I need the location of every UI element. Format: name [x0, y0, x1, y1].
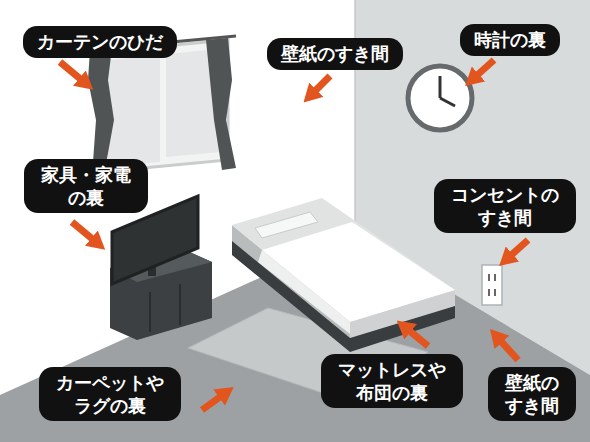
outlet — [482, 265, 502, 305]
pointer-arrow — [406, 328, 428, 346]
window-pane — [108, 55, 160, 166]
tv-stand-door — [179, 284, 181, 325]
callout-label: 壁紙のすき間 — [267, 38, 403, 69]
callout-text: 壁紙の すき間 — [502, 371, 562, 418]
wall-corner — [354, 0, 356, 235]
callout-text: 壁紙のすき間 — [281, 42, 389, 65]
blanket-fold — [258, 250, 350, 334]
pointer-arrow — [60, 62, 84, 82]
callout-text: 家具・家電 の裏 — [38, 163, 134, 210]
callout-text: 時計の裏 — [474, 28, 546, 51]
callout-label: 家具・家電 の裏 — [24, 159, 148, 214]
pointer-arrow — [72, 222, 96, 242]
pointer-arrow — [312, 76, 330, 94]
callout-label: カーテンのひだ — [23, 26, 177, 57]
curtain — [88, 48, 114, 176]
blanket — [262, 222, 455, 322]
tv-stand-door — [149, 292, 151, 332]
curtain — [206, 38, 236, 170]
callout-text: カーテンのひだ — [37, 30, 163, 53]
pointer-arrow — [474, 60, 494, 78]
pointer-arrow — [498, 338, 518, 360]
callout-label: 時計の裏 — [460, 24, 560, 55]
callout-label: カーペットや ラグの裏 — [39, 367, 181, 422]
clock-hand — [440, 98, 455, 106]
outlet-slot — [488, 289, 490, 296]
outlet-slot — [494, 274, 496, 281]
callout-text: カーペットや ラグの裏 — [53, 371, 167, 418]
callout-text: コンセントの すき間 — [448, 183, 562, 230]
pillow — [255, 212, 318, 238]
pointer-arrow — [508, 240, 528, 258]
callout-label: コンセントの すき間 — [434, 179, 576, 234]
callout-label: マットレスや 布団の裏 — [321, 354, 463, 409]
callout-text: マットレスや 布団の裏 — [335, 358, 449, 405]
outlet-slot — [494, 289, 496, 296]
outlet-slot — [488, 274, 490, 281]
wall-clock — [408, 66, 472, 130]
pointer-arrow — [202, 394, 224, 410]
clock-hand — [439, 76, 442, 98]
callout-label: 壁紙の すき間 — [488, 367, 576, 422]
